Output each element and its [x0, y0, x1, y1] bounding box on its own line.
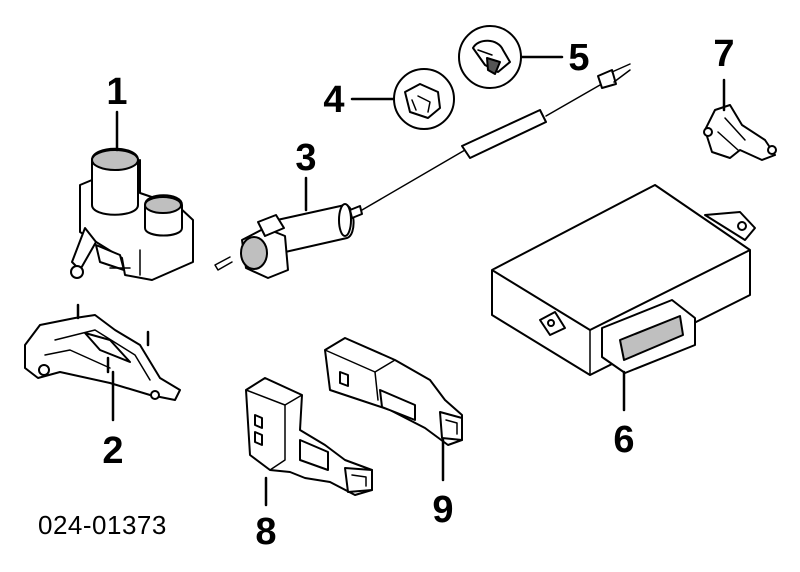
part-9-switch [324, 337, 463, 446]
callout-3: 3 [295, 137, 316, 179]
callout-2: 2 [102, 430, 123, 472]
part-5-clip [458, 25, 522, 89]
callout-5: 5 [568, 37, 589, 79]
part-2-bracket [24, 303, 181, 401]
part-6-control-module [491, 184, 756, 376]
callout-6: 6 [613, 419, 634, 461]
callout-7: 7 [713, 33, 734, 75]
callout-8: 8 [255, 511, 276, 553]
part-4-clip [393, 68, 455, 130]
part-7-bracket [703, 104, 777, 161]
document-number: 024-01373 [38, 510, 167, 540]
callout-4: 4 [323, 79, 344, 121]
callout-9: 9 [432, 489, 453, 531]
part-3-actuator-cable [214, 63, 631, 279]
leader-lines [111, 55, 726, 507]
part-8-switch [245, 377, 373, 496]
callout-1: 1 [106, 71, 127, 113]
part-1-valve-assembly [70, 147, 194, 281]
